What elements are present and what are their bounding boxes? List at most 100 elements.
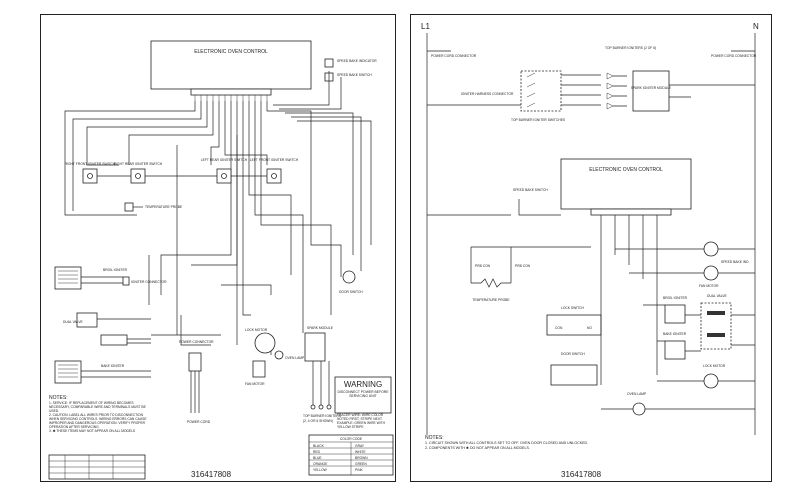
door-switch-label: DOOR SWITCH — [339, 290, 363, 294]
temperature-probe — [124, 202, 134, 212]
warning-text-container: DISCONNECT POWER BEFORE SERVICING UNIT — [337, 390, 389, 398]
note-3: 3. ✱ THESE ITEMS MAY NOT APPEAR ON ALL M… — [49, 429, 136, 433]
electronic-oven-control — [150, 40, 312, 90]
speed-bake-indicator — [324, 58, 334, 68]
broil-igniter — [54, 266, 82, 290]
temperature-probe-label: TEMPERATURE PROBE — [145, 205, 183, 209]
lock-motor-icon — [703, 373, 719, 389]
lock-switch — [546, 314, 602, 336]
note-2: 2. CAUTION: LABEL ALL WIRES PRIOR TO DIS… — [49, 413, 147, 429]
note-2: 2. COMPONENTS WITH ✱ DO NOT APPEAR ON AL… — [425, 446, 530, 450]
bake-igniter — [54, 360, 82, 384]
control-label: ELECTRONIC OVEN CONTROL — [589, 167, 663, 173]
door-switch-icon — [342, 270, 356, 284]
oven-lamp-icon — [274, 350, 284, 360]
lock-switch-no: NO — [587, 326, 592, 330]
bake-igniter-label: BAKE IGNITER — [101, 364, 125, 368]
power-cord-connector-left-label: POWER CORD CONNECTOR — [431, 54, 477, 58]
color-4: ORANGE — [313, 462, 328, 466]
speed-bake-ind-label: SPEED BAKE IND — [721, 260, 749, 264]
speed-bake-ind-icon — [703, 241, 719, 257]
door-switch-label: DOOR SWITCH — [561, 352, 585, 356]
spark-igniter-module-label: SPARK IGNITER MODULE — [631, 86, 672, 90]
speed-bake-switch-label: SPEED BAKE SWITCH — [513, 188, 548, 192]
notes-container: 1. CIRCUIT SHOWN WITH ALL CONTROLS SET T… — [425, 441, 589, 450]
control-label: ELECTRONIC OVEN CONTROL — [194, 49, 268, 55]
notes-container: 1. SERVICE: IF REPLACEMENT OF WIRING BEC… — [49, 401, 147, 433]
igniter-switch-label-rf: RIGHT FRONT IGNITER SWITCH — [65, 162, 116, 166]
igniter-switch-label-rr: RIGHT REAR IGNITER SWITCH — [114, 162, 163, 166]
prb-con-label-2: PRB CON — [515, 264, 531, 268]
tracer-text: TRACER WIRE: WIRE COLOR NOTED FIRST, STR… — [337, 413, 385, 429]
color-2: RED — [313, 450, 321, 454]
note-1: 1. CIRCUIT SHOWN WITH ALL CONTROLS SET T… — [425, 441, 589, 445]
doc-number: 316417808 — [561, 470, 602, 479]
wiring-diagram-svg: ELECTRONIC OVEN CONTROL SPEED BAKE INDIC… — [48, 40, 394, 480]
connector-pins — [194, 95, 268, 101]
lock-switch-con: CON — [555, 326, 563, 330]
dual-valve — [100, 334, 128, 346]
dual-valve-label: DUAL VALVE — [707, 294, 728, 298]
color-8: BROWN — [355, 456, 368, 460]
warning-title: WARNING — [344, 380, 382, 389]
electronic-oven-control — [560, 158, 692, 210]
color-10: PINK — [355, 468, 363, 472]
power-cord-label: POWER CORD — [187, 420, 211, 424]
igniter-switches — [82, 168, 282, 184]
oven-lamp-icon — [632, 402, 646, 416]
spark-module — [304, 332, 326, 362]
control-connector — [190, 88, 272, 96]
power-cord-connector-right-label: POWER CORD CONNECTOR — [711, 54, 757, 58]
note-1: 1. SERVICE: IF REPLACEMENT OF WIRING BEC… — [49, 401, 146, 413]
igniter-switch-label-lf: LEFT FRONT IGNITER SWITCH — [250, 158, 299, 162]
wiring-diagram-sheet: ELECTRONIC OVEN CONTROL SPEED BAKE INDIC… — [40, 14, 396, 482]
fan-motor-icon — [252, 360, 266, 378]
bake-igniter-label: BAKE IGNITER — [663, 332, 687, 336]
top-burner-igniter-switches-label: TOP BURNER IGNITER SWITCHES — [511, 118, 566, 122]
color-5: YELLOW — [313, 468, 328, 472]
speed-bake-indicator-label: SPEED BAKE INDICATOR — [337, 59, 377, 63]
top-burner-igniters-label: TOP BURNER IGNITERS (2 OF 6) — [605, 46, 656, 50]
doc-number: 316417808 — [191, 470, 232, 479]
igniter-switch-label-lr: LEFT REAR IGNITER SWITCH — [201, 158, 248, 162]
igniter-connector-label: IGNITER CONNECTOR — [131, 280, 167, 284]
lock-motor-icon — [254, 332, 276, 354]
color-1: BLACK — [313, 444, 325, 448]
oven-lamp-label: OVEN LAMP — [627, 392, 647, 396]
n-label: N — [753, 22, 759, 31]
warning-text: DISCONNECT POWER BEFORE SERVICING UNIT — [337, 390, 389, 398]
control-connector — [590, 208, 672, 216]
dual-valve-icon — [76, 312, 98, 328]
schematic-sheet: L1 N POWER CORD CONNECTOR POWER CORD CON… — [410, 14, 772, 482]
schematic-svg: L1 N POWER CORD CONNECTOR POWER CORD CON… — [421, 22, 759, 479]
top-burner-igniters-note: (2, 4 OR 6 SHOWN) — [303, 419, 333, 423]
fan-motor-label: FAN MOTOR — [245, 382, 265, 386]
top-burner-igniters-label: TOP BURNER IGNITERS — [303, 414, 342, 418]
dual-valve — [700, 302, 732, 350]
notes-title: NOTES: — [425, 435, 444, 441]
color-3: BLUE — [313, 456, 322, 460]
dual-valve-label: DUAL VALVE — [63, 320, 84, 324]
color-9: GREEN — [355, 462, 367, 466]
oven-lamp-label: OVEN LAMP — [285, 356, 305, 360]
temperature-probe-symbol — [471, 278, 511, 288]
power-connector-label: POWER CONNECTOR — [179, 340, 214, 344]
lock-motor-label: LOCK MOTOR — [703, 364, 726, 368]
door-switch — [550, 364, 598, 386]
lock-motor-label: LOCK MOTOR — [245, 328, 268, 332]
temperature-probe-label: TEMPERATURE PROBE — [472, 298, 510, 302]
igniter-harness-connector-label: IGNITER HARNESS CONNECTOR — [461, 92, 514, 96]
fan-motor-icon — [703, 265, 719, 281]
power-connector — [188, 352, 202, 372]
broil-igniter — [664, 304, 686, 324]
bake-igniter — [664, 340, 686, 360]
speed-bake-switch-label: SPEED BAKE SWITCH — [337, 73, 372, 77]
l1-label: L1 — [421, 22, 430, 31]
spark-module-label: SPARK MODULE — [307, 326, 334, 330]
warning-box — [334, 376, 392, 414]
prb-con-label-1: PRB CON — [475, 264, 491, 268]
lock-switch-label: LOCK SWITCH — [561, 306, 585, 310]
wiring-harness — [64, 71, 372, 355]
broil-igniter-label: BROIL IGNITER — [663, 296, 688, 300]
color-code-title: COLOR CODE — [340, 437, 363, 441]
